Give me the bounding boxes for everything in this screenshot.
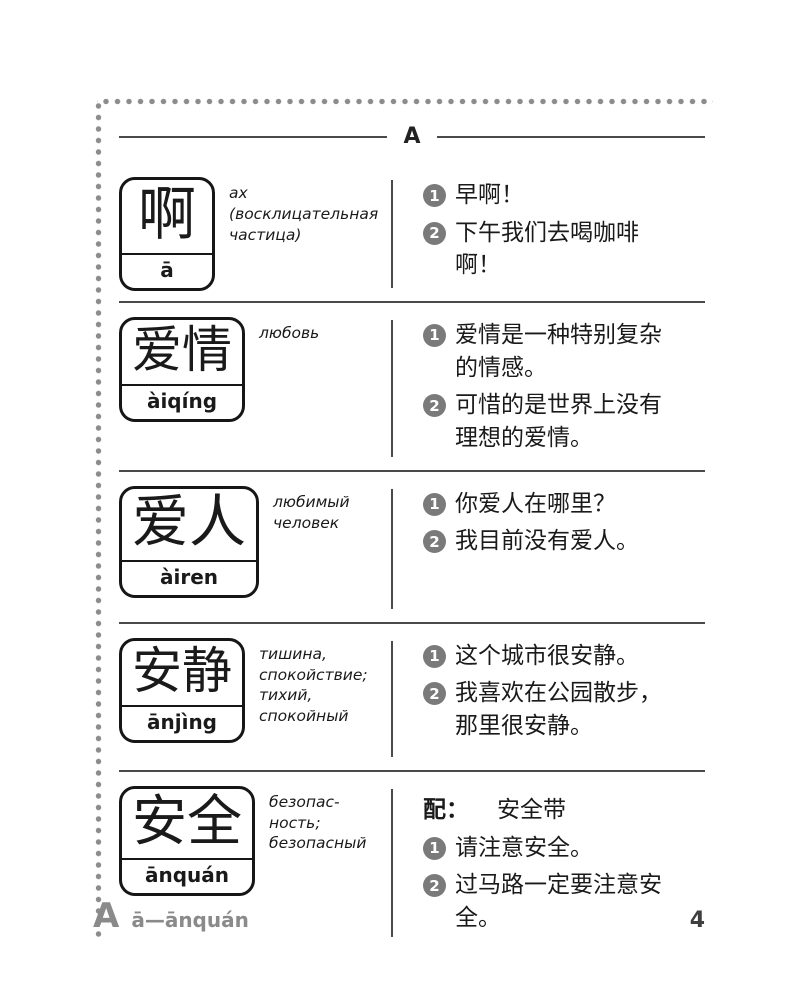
dotted-border-left [95,100,102,940]
headword-hanzi: 爱情 [122,320,242,386]
example-item: 1 这个城市很安静。 [423,640,705,673]
headword-box: 安静 ānjìng [119,637,245,743]
circled-number-1-icon: 1 [423,323,446,347]
headword-hanzi: 安全 [122,789,253,861]
column-divider [391,640,393,757]
circled-number-2-icon: 2 [423,874,446,898]
example-text: 我目前没有爱人。 [455,528,639,555]
circled-number-2-icon: 2 [423,221,446,245]
example-text: 早啊！ [455,182,524,208]
dictionary-entry: 安静 ānjìng тишина, спокойствие; тихий, сп… [119,624,705,772]
translation-russian: любовь [259,323,320,342]
example-item: 1 爱情是一种特别复杂的情感。 [423,319,705,384]
page-number: 4 [689,908,705,933]
headword-hanzi: 安静 [122,641,242,707]
headword-pinyin: ā [160,257,174,282]
circled-number-2-icon: 2 [423,530,446,554]
page-footer: A ā—ānquán 4 [93,896,705,936]
headword-box: 安全 ānquán [119,785,256,897]
translation-russian: ах (восклицательная частица) [229,184,379,244]
entry-left-column: 啊 ā ах (восклицательная частица) [119,177,391,291]
circled-number-1-icon: 1 [423,184,446,207]
column-divider [391,319,393,457]
circled-number-1-icon: 1 [423,492,446,516]
dictionary-entry: 安全 ānquán безопас- ность; безопасный 配： … [119,772,705,950]
circled-number-2-icon: 2 [423,682,446,706]
header-rule-left [119,135,388,138]
section-letter: A [403,124,421,149]
headword-pinyin: àiqíng [146,388,218,413]
entry-examples-column: 1 你爱人在哪里？ 2 我目前没有爱人。 [393,486,705,612]
headword-pinyin: ānjìng [147,709,217,734]
translation-russian: тишина, спокойствие; тихий, спокойный [259,644,368,726]
entry-examples-column: 1 爱情是一种特别复杂的情感。 2 可惜的是世界上没有理想的爱情。 [393,317,705,460]
column-divider [391,180,393,288]
dictionary-entry: 爱情 àiqíng любовь 1 爱情是一种特别复杂的情感。 2 可惜的是世… [119,303,705,472]
dictionary-entry: 啊 ā ах (восклицательная частица) 1 早啊！ 2… [119,163,705,303]
entry-left-column: 安全 ānquán безопас- ность; безопасный [119,785,391,940]
example-text: 爱情是一种特别复杂的情感。 [455,321,662,381]
entry-examples-column: 1 这个城市很安静。 2 我喜欢在公园散步，那里很安静。 [393,638,705,760]
header-rule-right [436,135,705,138]
dictionary-entry: 爱人 àiren любимый человек 1 你爱人在哪里？ 2 我目前… [119,472,705,624]
headword-box: 爱人 àiren [119,485,259,599]
dotted-border-top [97,98,713,105]
collocation-row: 配： 安全带 [423,790,705,824]
headword-pinyin: àiren [159,565,219,590]
section-header: A [119,124,705,149]
footer-section-letter: A [93,896,120,936]
footer-headword-range: ā—ānquán [131,908,249,932]
column-divider [391,488,393,609]
example-item: 1 请注意安全。 [423,832,705,865]
collocation-text: 安全带 [497,796,566,823]
example-item: 1 早啊！ [423,179,705,212]
headword-hanzi: 爱人 [122,489,256,563]
example-text: 我喜欢在公园散步，那里很安静。 [455,680,662,739]
entry-examples-column: 1 早啊！ 2 下午我们去喝咖啡啊！ [393,177,705,291]
translation-russian: безопас- ность; безопасный [269,792,367,853]
example-item: 2 我喜欢在公园散步，那里很安静。 [423,677,705,742]
example-text: 可惜的是世界上没有理想的爱情。 [455,392,662,451]
entry-left-column: 安静 ānjìng тишина, спокойствие; тихий, сп… [119,637,391,760]
headword-box: 爱情 àiqíng [119,316,245,422]
entry-left-column: 爱情 àiqíng любовь [119,316,391,460]
collocation-label: 配： [423,796,469,823]
headword-hanzi: 啊 [122,180,213,255]
circled-number-1-icon: 1 [423,644,446,668]
example-item: 2 可惜的是世界上没有理想的爱情。 [423,389,705,454]
column-divider [391,788,393,937]
circled-number-2-icon: 2 [423,394,446,418]
example-item: 2 我目前没有爱人。 [423,525,705,558]
entry-left-column: 爱人 àiren любимый человек [119,485,391,612]
example-item: 1 你爱人在哪里？ [423,488,705,521]
example-text: 请注意安全。 [455,834,593,861]
page-content: A 啊 ā ах (восклицательная частица) 1 早啊！… [119,124,705,950]
headword-box: 啊 ā [119,177,216,291]
example-item: 2 下午我们去喝咖啡啊！ [423,217,705,282]
example-item: 2 过马路一定要注意安全。 [423,869,705,934]
example-text: 这个城市很安静。 [455,642,639,669]
example-text: 下午我们去喝咖啡啊！ [455,219,639,279]
example-text: 过马路一定要注意安全。 [455,872,662,931]
circled-number-1-icon: 1 [423,836,446,860]
translation-russian: любимый человек [273,492,350,532]
headword-pinyin: ānquán [144,863,230,888]
example-text: 你爱人在哪里？ [455,490,616,517]
entry-examples-column: 配： 安全带 1 请注意安全。 2 过马路一定要注意安全。 [393,786,705,940]
